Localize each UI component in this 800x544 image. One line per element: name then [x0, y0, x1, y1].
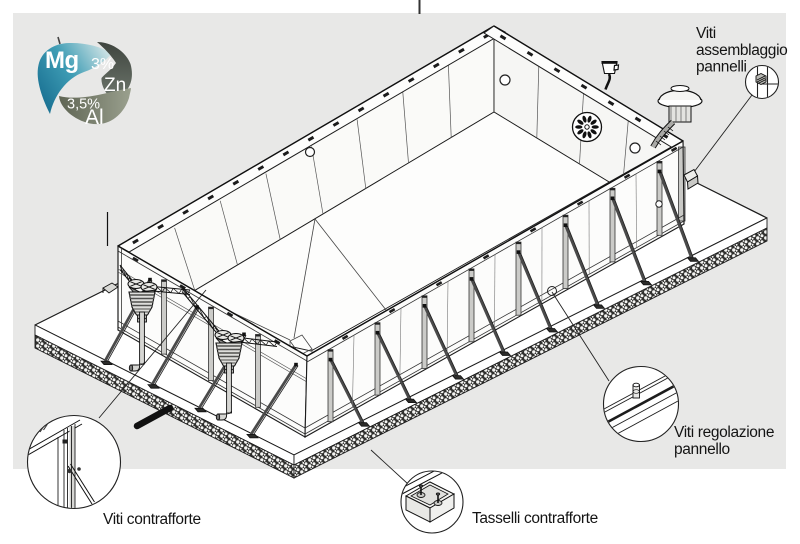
- svg-text:3,5%: 3,5%: [67, 97, 100, 113]
- svg-text:Viti: Viti: [696, 25, 716, 42]
- svg-text:Al: Al: [85, 106, 104, 129]
- svg-text:assemblaggio: assemblaggio: [696, 42, 787, 59]
- svg-text:Viti contrafforte: Viti contrafforte: [103, 511, 201, 528]
- svg-text:Viti regolazione: Viti regolazione: [674, 424, 774, 441]
- svg-text:3%: 3%: [91, 56, 114, 73]
- svg-text:Mg: Mg: [45, 47, 79, 74]
- svg-text:Tasselli contrafforte: Tasselli contrafforte: [472, 510, 598, 527]
- svg-text:pannello: pannello: [674, 441, 730, 458]
- svg-text:Zn: Zn: [104, 75, 126, 96]
- svg-text:pannelli: pannelli: [696, 59, 747, 76]
